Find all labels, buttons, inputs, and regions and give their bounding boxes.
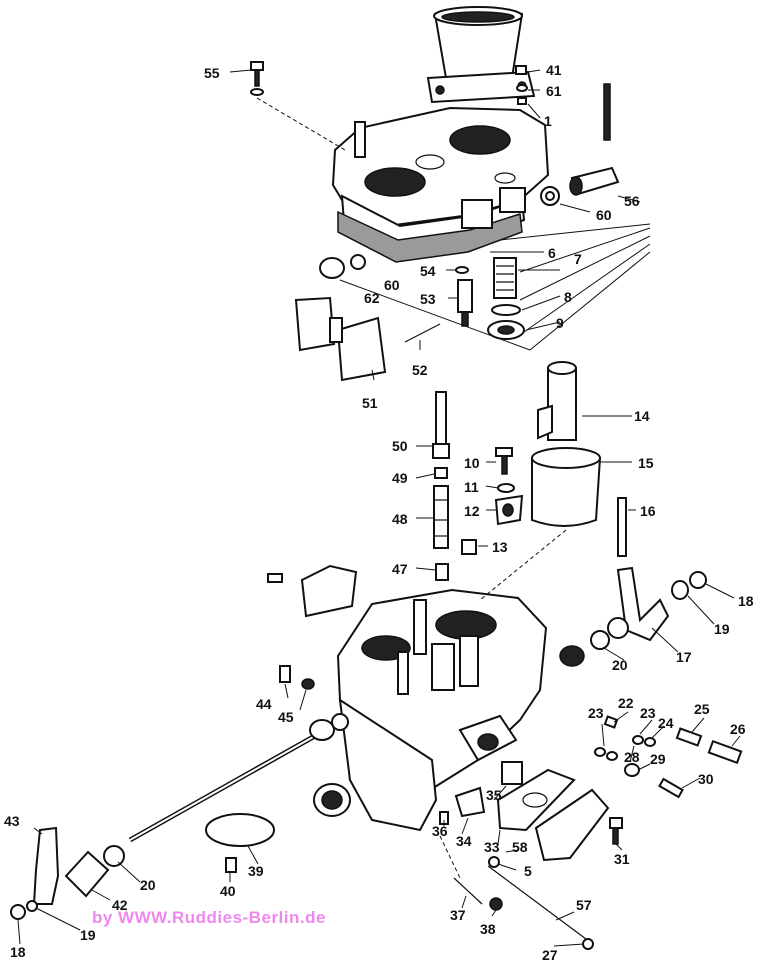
label-57: 57 [576, 897, 592, 913]
label-9: 9 [556, 315, 564, 331]
leader-lines [17, 69, 741, 947]
label-33: 33 [484, 839, 500, 855]
label-12: 12 [464, 503, 480, 519]
label-18-left: 18 [10, 944, 26, 960]
label-34: 34 [456, 833, 472, 849]
label-7: 7 [574, 251, 582, 267]
label-20-left: 20 [140, 877, 156, 893]
label-53: 53 [420, 291, 436, 307]
label-60-top: 60 [596, 207, 612, 223]
label-18-right: 18 [738, 593, 754, 609]
label-55: 55 [204, 65, 220, 81]
label-47: 47 [392, 561, 408, 577]
label-42: 42 [112, 897, 128, 913]
jets-and-tubes [432, 361, 627, 581]
label-25: 25 [694, 701, 710, 717]
label-17: 17 [676, 649, 692, 665]
label-44: 44 [256, 696, 272, 712]
label-41: 41 [546, 62, 562, 78]
label-13: 13 [492, 539, 508, 555]
part-number-labels: 55 41 61 1 56 60 6 7 8 9 54 53 60 62 52 … [4, 62, 754, 963]
label-8: 8 [564, 289, 572, 305]
label-35: 35 [486, 787, 502, 803]
label-6: 6 [548, 245, 556, 261]
label-16: 16 [640, 503, 656, 519]
label-62: 62 [364, 290, 380, 306]
carburetor-body [267, 564, 623, 950]
label-58: 58 [512, 839, 528, 855]
label-61: 61 [546, 83, 562, 99]
label-19-right: 19 [714, 621, 730, 637]
throttle-shaft-assembly [10, 566, 743, 920]
label-14: 14 [634, 408, 650, 424]
label-15: 15 [638, 455, 654, 471]
label-36: 36 [432, 823, 448, 839]
label-22: 22 [618, 695, 634, 711]
label-29: 29 [650, 751, 666, 767]
label-50: 50 [392, 438, 408, 454]
label-23-right: 23 [640, 705, 656, 721]
label-37: 37 [450, 907, 466, 923]
label-1: 1 [544, 113, 552, 129]
label-11: 11 [464, 479, 479, 495]
label-43: 43 [4, 813, 20, 829]
air-horn-cover [250, 6, 620, 263]
float-and-needle-valve [294, 254, 525, 382]
label-60-left: 60 [384, 277, 400, 293]
label-20-right: 20 [612, 657, 628, 673]
label-28: 28 [624, 749, 640, 765]
label-10: 10 [464, 455, 480, 471]
label-30: 30 [698, 771, 714, 787]
label-52: 52 [412, 362, 428, 378]
label-38: 38 [480, 921, 496, 937]
label-56: 56 [624, 193, 640, 209]
label-23-left: 23 [588, 705, 604, 721]
label-27: 27 [542, 947, 558, 963]
label-51: 51 [362, 395, 378, 411]
website-credit: by WWW.Ruddies-Berlin.de [92, 908, 326, 927]
label-24: 24 [658, 715, 674, 731]
label-5: 5 [524, 863, 532, 879]
label-40: 40 [220, 883, 236, 899]
label-48: 48 [392, 511, 408, 527]
label-54: 54 [420, 263, 436, 279]
label-31: 31 [614, 851, 630, 867]
label-39: 39 [248, 863, 264, 879]
label-19-left: 19 [80, 927, 96, 943]
label-45: 45 [278, 709, 294, 725]
label-49: 49 [392, 470, 408, 486]
label-26: 26 [730, 721, 746, 737]
